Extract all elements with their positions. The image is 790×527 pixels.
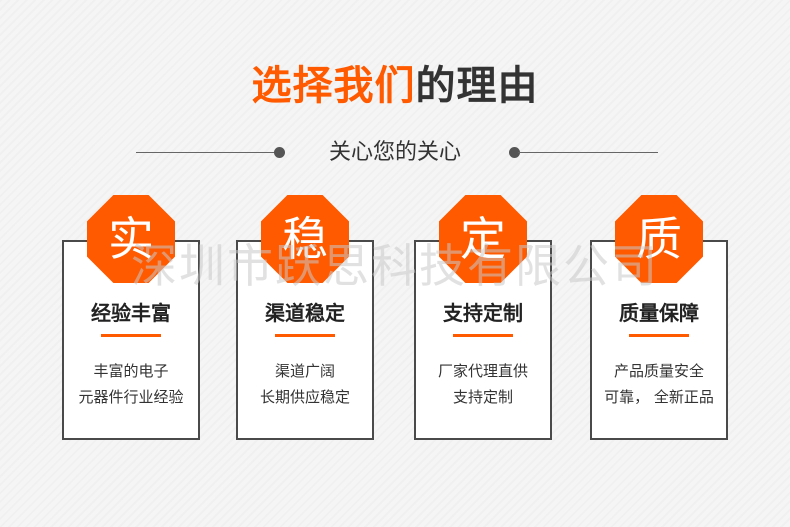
card-desc-line: 丰富的电子 (93, 362, 169, 380)
card-desc-line: 长期供应稳定 (259, 388, 350, 406)
title-highlight: 选择我们 (251, 63, 416, 109)
divider-left (136, 152, 276, 153)
badge-octagon-icon: 稳 (261, 195, 349, 283)
card-underline (275, 334, 335, 337)
card-description: 渠道广阔 长期供应稳定 (238, 358, 372, 410)
card-desc-line: 支持定制 (452, 388, 513, 406)
badge-octagon-icon: 质 (615, 195, 703, 283)
card-underline (629, 334, 689, 337)
card-desc-line: 可靠， 全新正品 (604, 388, 714, 406)
card-title: 质量保障 (619, 301, 699, 325)
card-title: 渠道稳定 (265, 301, 345, 325)
card-title: 经验丰富 (91, 301, 171, 325)
card-desc-line: 渠道广阔 (274, 362, 335, 380)
card-desc-line: 元器件行业经验 (78, 388, 184, 406)
card-desc-line: 产品质量安全 (613, 362, 704, 380)
divider-right (518, 152, 658, 153)
subtitle-row: 关心您的关心 (0, 139, 790, 167)
card-description: 丰富的电子 元器件行业经验 (64, 358, 198, 410)
dot-left-icon (274, 147, 285, 158)
card-underline (101, 334, 161, 337)
card-description: 产品质量安全 可靠， 全新正品 (592, 358, 726, 410)
feature-card-quality: 质量保障 产品质量安全 可靠， 全新正品 (590, 240, 728, 440)
card-underline (453, 334, 513, 337)
card-title: 支持定制 (443, 301, 523, 325)
badge-octagon-icon: 定 (439, 195, 527, 283)
card-desc-line: 厂家代理直供 (437, 362, 528, 380)
page-title: 选择我们的理由 (0, 62, 790, 110)
dot-right-icon (509, 147, 520, 158)
title-rest: 的理由 (415, 63, 539, 109)
subtitle: 关心您的关心 (328, 140, 461, 165)
badge-octagon-icon: 实 (87, 195, 175, 283)
card-description: 厂家代理直供 支持定制 (416, 358, 550, 410)
